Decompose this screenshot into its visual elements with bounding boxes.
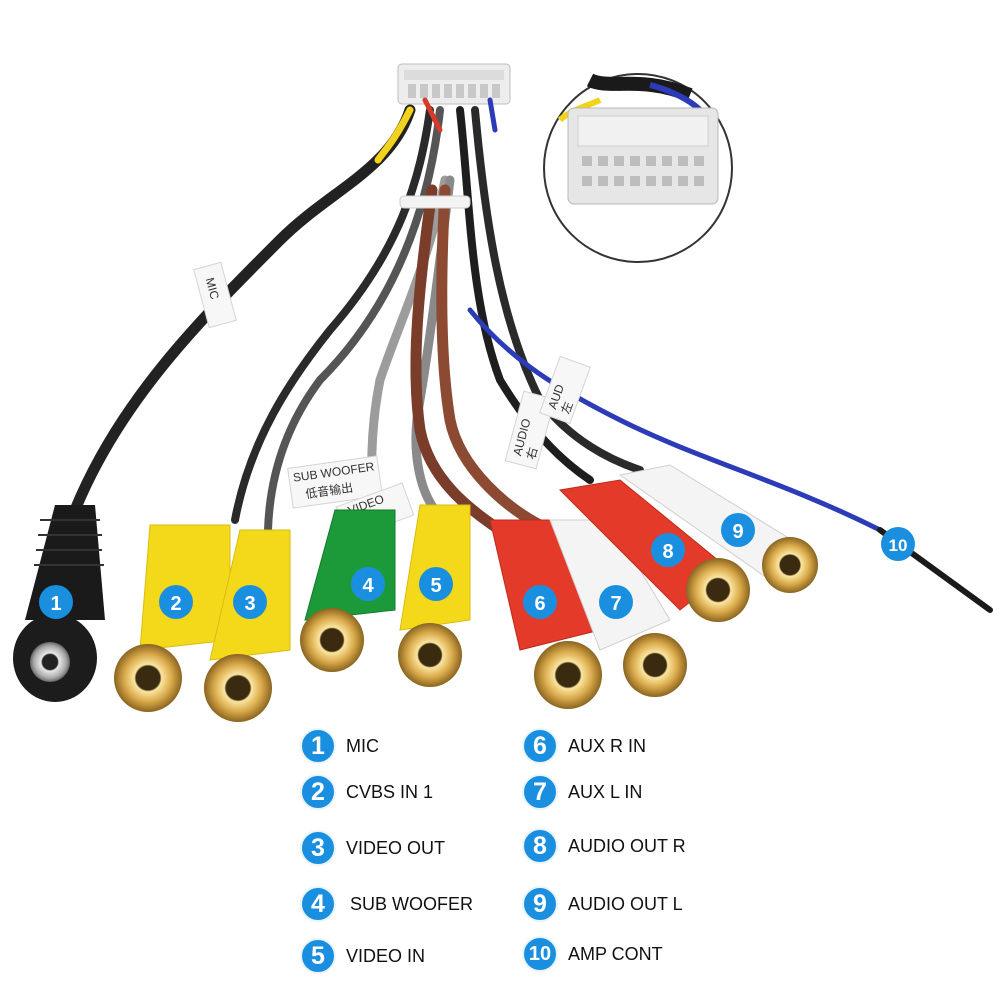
photo-marker-1: 1 — [39, 585, 73, 619]
main-connector — [397, 63, 511, 105]
tag-audio-cn: 右 — [523, 445, 541, 460]
svg-text:1: 1 — [50, 593, 61, 615]
tag-mic: MIC — [203, 276, 222, 301]
connector-9-audio-out-l-white — [618, 464, 818, 593]
svg-text:5: 5 — [430, 575, 441, 597]
photo-marker-4: 4 — [351, 567, 385, 601]
photo-marker-7: 7 — [599, 585, 633, 619]
connector-2-cvbs-in-yellow — [114, 524, 231, 712]
svg-text:8: 8 — [662, 541, 673, 563]
photo-marker-9: 9 — [721, 513, 755, 547]
connector-inset — [543, 73, 733, 263]
photo-marker-5: 5 — [419, 567, 453, 601]
svg-text:10: 10 — [889, 536, 908, 555]
tag-sub-woofer-cn: 低音输出 — [304, 480, 354, 502]
svg-text:2: 2 — [170, 593, 181, 615]
wires — [69, 97, 993, 613]
photo-marker-10: 10 — [881, 527, 915, 561]
photo-markers: 1 2 3 4 5 6 7 8 9 10 — [39, 513, 915, 619]
svg-text:6: 6 — [534, 593, 545, 615]
svg-text:4: 4 — [362, 575, 374, 597]
photo-marker-2: 2 — [159, 585, 193, 619]
photo-marker-3: 3 — [233, 585, 267, 619]
zip-tie — [399, 195, 471, 209]
photo-marker-8: 8 — [651, 533, 685, 567]
wire-tags: MIC SUB WOOFER 低音输出 VIDEO 视频 AUDIO 右 AUD… — [193, 261, 591, 540]
svg-text:3: 3 — [244, 593, 255, 615]
photo-marker-6: 6 — [523, 585, 557, 619]
svg-text:9: 9 — [732, 521, 743, 543]
svg-text:7: 7 — [610, 593, 621, 615]
connector-8-audio-out-r-red — [558, 479, 750, 622]
tag-aud-cn: 左 — [557, 399, 575, 415]
